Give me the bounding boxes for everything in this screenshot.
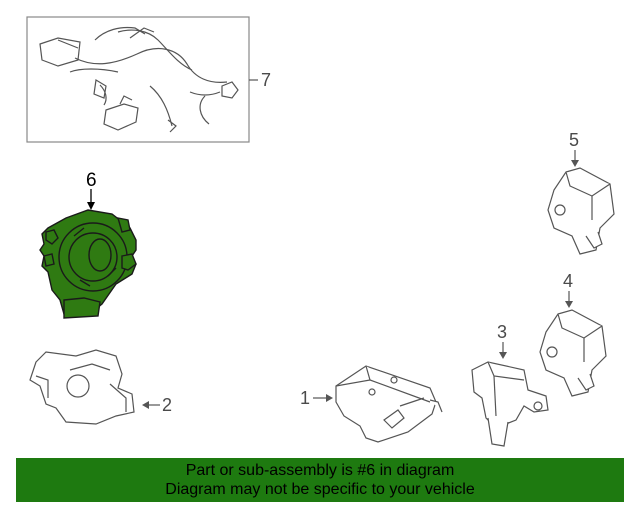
- callout-3: 3: [497, 322, 507, 342]
- parts-diagram: 7 6 5 4 3: [26, 16, 615, 447]
- callout-5: 5: [569, 130, 579, 150]
- callout-7: 7: [261, 70, 271, 90]
- callout-6: 6: [86, 170, 97, 191]
- part-5-sensor[interactable]: [547, 167, 615, 255]
- part-2-sensor[interactable]: [29, 349, 135, 425]
- part-3-sensor[interactable]: [471, 361, 549, 447]
- arrow-1: [326, 394, 333, 402]
- banner-line-2: Diagram may not be specific to your vehi…: [165, 481, 475, 498]
- arrow-3: [499, 352, 507, 359]
- callout-2: 2: [162, 395, 172, 415]
- info-banner: Part or sub-assembly is #6 in diagram Di…: [16, 458, 624, 502]
- arrow-2: [142, 401, 149, 409]
- part-1-control-module[interactable]: [335, 365, 443, 443]
- arrow-5: [571, 160, 579, 167]
- banner-line-1: Part or sub-assembly is #6 in diagram: [185, 462, 455, 479]
- arrow-6: [87, 202, 95, 210]
- harness-inset-box: [26, 16, 250, 143]
- part-7-wire-harness[interactable]: [26, 16, 250, 143]
- callout-4: 4: [563, 271, 573, 291]
- arrow-4: [565, 301, 573, 308]
- part-4-sensor[interactable]: [539, 309, 607, 397]
- part-6-clock-spring[interactable]: [39, 209, 137, 319]
- callout-1: 1: [300, 388, 310, 408]
